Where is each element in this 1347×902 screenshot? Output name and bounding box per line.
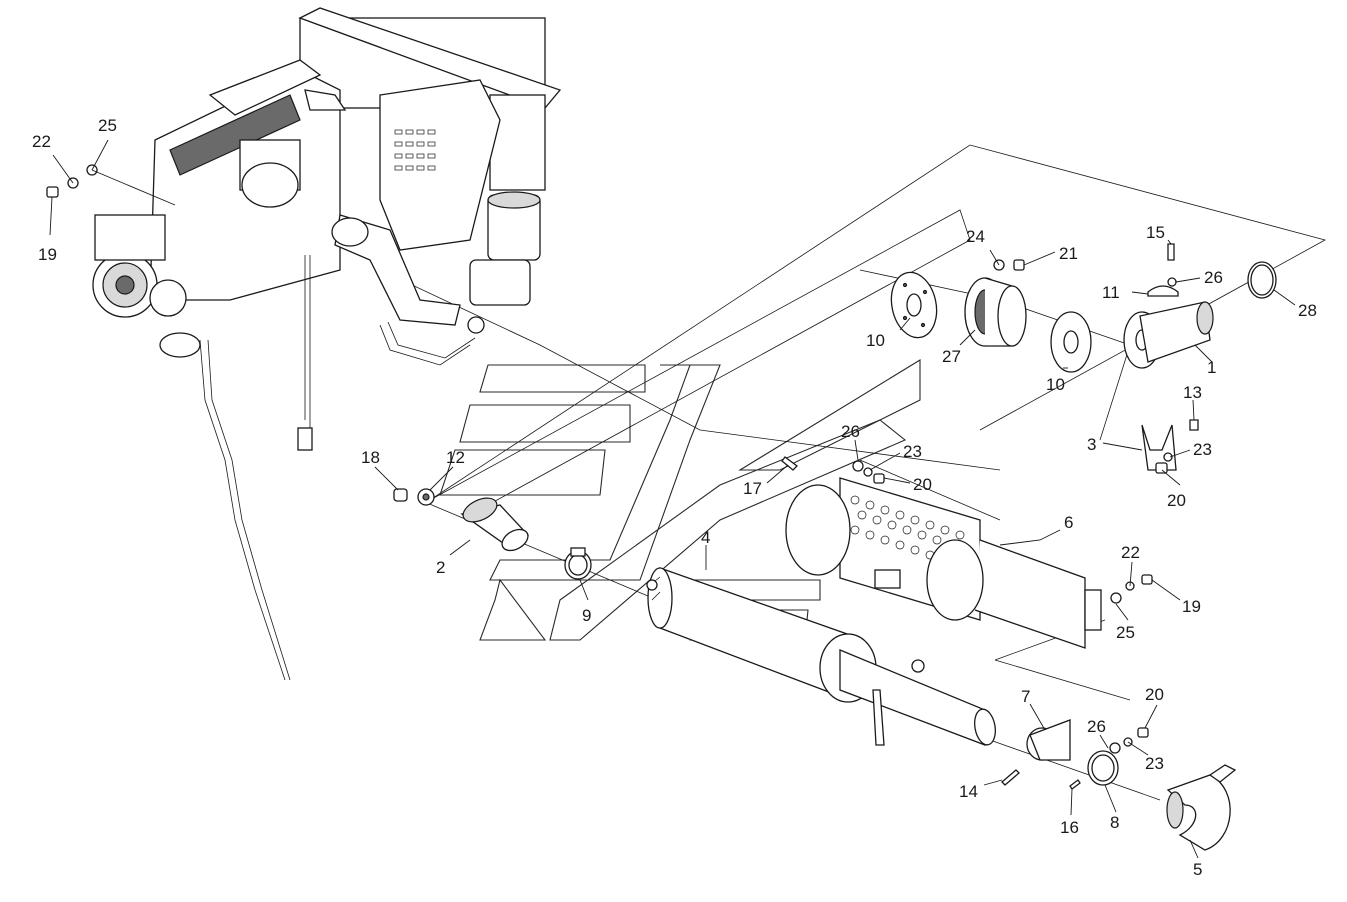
- part-13-bolt: [1189, 419, 1199, 431]
- part-8-clamp: [1087, 750, 1119, 786]
- callout-17[interactable]: 17: [743, 479, 762, 498]
- callout-8[interactable]: 8: [1110, 813, 1119, 832]
- background-watermark: [439, 359, 921, 641]
- callout-19-left[interactable]: 19: [38, 245, 57, 264]
- part-12-gasket: [417, 488, 435, 506]
- callout-18[interactable]: 18: [361, 448, 380, 467]
- callout-4[interactable]: 4: [701, 528, 710, 547]
- callout-27[interactable]: 27: [942, 347, 961, 366]
- part-7-clamp-bracket: [1026, 719, 1071, 761]
- part-15-bolt: [1167, 243, 1175, 261]
- part-6-heat-shield: [785, 477, 1102, 649]
- callout-13[interactable]: 13: [1183, 383, 1202, 402]
- part-2-inlet-pipe: [460, 497, 529, 552]
- part-28-ring: [1247, 261, 1277, 299]
- callout-2[interactable]: 2: [436, 558, 445, 577]
- part-17-bolt: [781, 456, 798, 471]
- callout-10-left[interactable]: 10: [866, 331, 885, 350]
- engine-block: [92, 7, 562, 681]
- part-27-flex-bellows: [964, 277, 1027, 347]
- callout-26-top[interactable]: 26: [1204, 268, 1223, 287]
- callout-24[interactable]: 24: [966, 227, 985, 246]
- part-18-nut: [393, 488, 408, 502]
- callout-16[interactable]: 16: [1060, 818, 1079, 837]
- callout-25-right[interactable]: 25: [1116, 623, 1135, 642]
- callout-labels: 19 22 25 24 21 15 26 11 28 10 27 10 1 13…: [32, 116, 1317, 879]
- callout-1[interactable]: 1: [1207, 358, 1216, 377]
- callout-23-mid[interactable]: 23: [903, 442, 922, 461]
- part-10-flange-left: [890, 271, 938, 339]
- callout-20-mid[interactable]: 20: [913, 475, 932, 494]
- callout-9[interactable]: 9: [582, 606, 591, 625]
- callout-10-right[interactable]: 10: [1046, 375, 1065, 394]
- callout-26-bottom[interactable]: 26: [1087, 717, 1106, 736]
- callout-12[interactable]: 12: [446, 448, 465, 467]
- callout-23-bottom[interactable]: 23: [1145, 754, 1164, 773]
- callout-15[interactable]: 15: [1146, 223, 1165, 242]
- part-10-flange-right: [1050, 311, 1092, 373]
- callout-6[interactable]: 6: [1064, 513, 1073, 532]
- part-5-elbow-tip: [1166, 764, 1237, 851]
- callout-3[interactable]: 3: [1087, 435, 1096, 454]
- part-9-clamp: [564, 547, 592, 580]
- callout-26-mid[interactable]: 26: [841, 422, 860, 441]
- callout-19-right[interactable]: 19: [1182, 597, 1201, 616]
- leader-lines: [49, 139, 1296, 859]
- callout-7[interactable]: 7: [1021, 687, 1030, 706]
- callout-5[interactable]: 5: [1193, 860, 1202, 879]
- small-fasteners: [46, 164, 1177, 790]
- callout-21[interactable]: 21: [1059, 244, 1078, 263]
- callout-22-right[interactable]: 22: [1121, 543, 1140, 562]
- callout-11[interactable]: 11: [1102, 283, 1120, 302]
- callout-28[interactable]: 28: [1298, 301, 1317, 320]
- callout-22-left[interactable]: 22: [32, 132, 51, 151]
- callout-20-right[interactable]: 20: [1167, 491, 1186, 510]
- part-4-muffler: [646, 567, 996, 746]
- part-11-bracket: [1147, 285, 1179, 297]
- callout-25-left[interactable]: 25: [98, 116, 117, 135]
- callout-20-bottom[interactable]: 20: [1145, 685, 1164, 704]
- part-1-outlet-pipe: [1123, 301, 1214, 369]
- callout-23-right[interactable]: 23: [1193, 440, 1212, 459]
- callout-14[interactable]: 14: [959, 782, 978, 801]
